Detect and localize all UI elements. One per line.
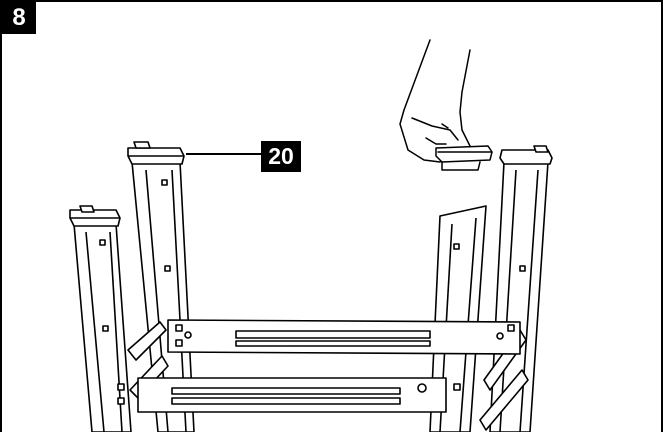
step-number-badge: 8 xyxy=(2,2,36,34)
side-rail-upper xyxy=(167,319,521,355)
hand-inserting-cap xyxy=(399,39,493,171)
foot-cap-front-left xyxy=(69,205,121,227)
part-number-callout: 20 xyxy=(261,141,301,172)
foot-cap-rear-right xyxy=(499,145,553,165)
side-rail-lower xyxy=(117,377,461,413)
foot-cap-rear-left xyxy=(127,141,185,165)
